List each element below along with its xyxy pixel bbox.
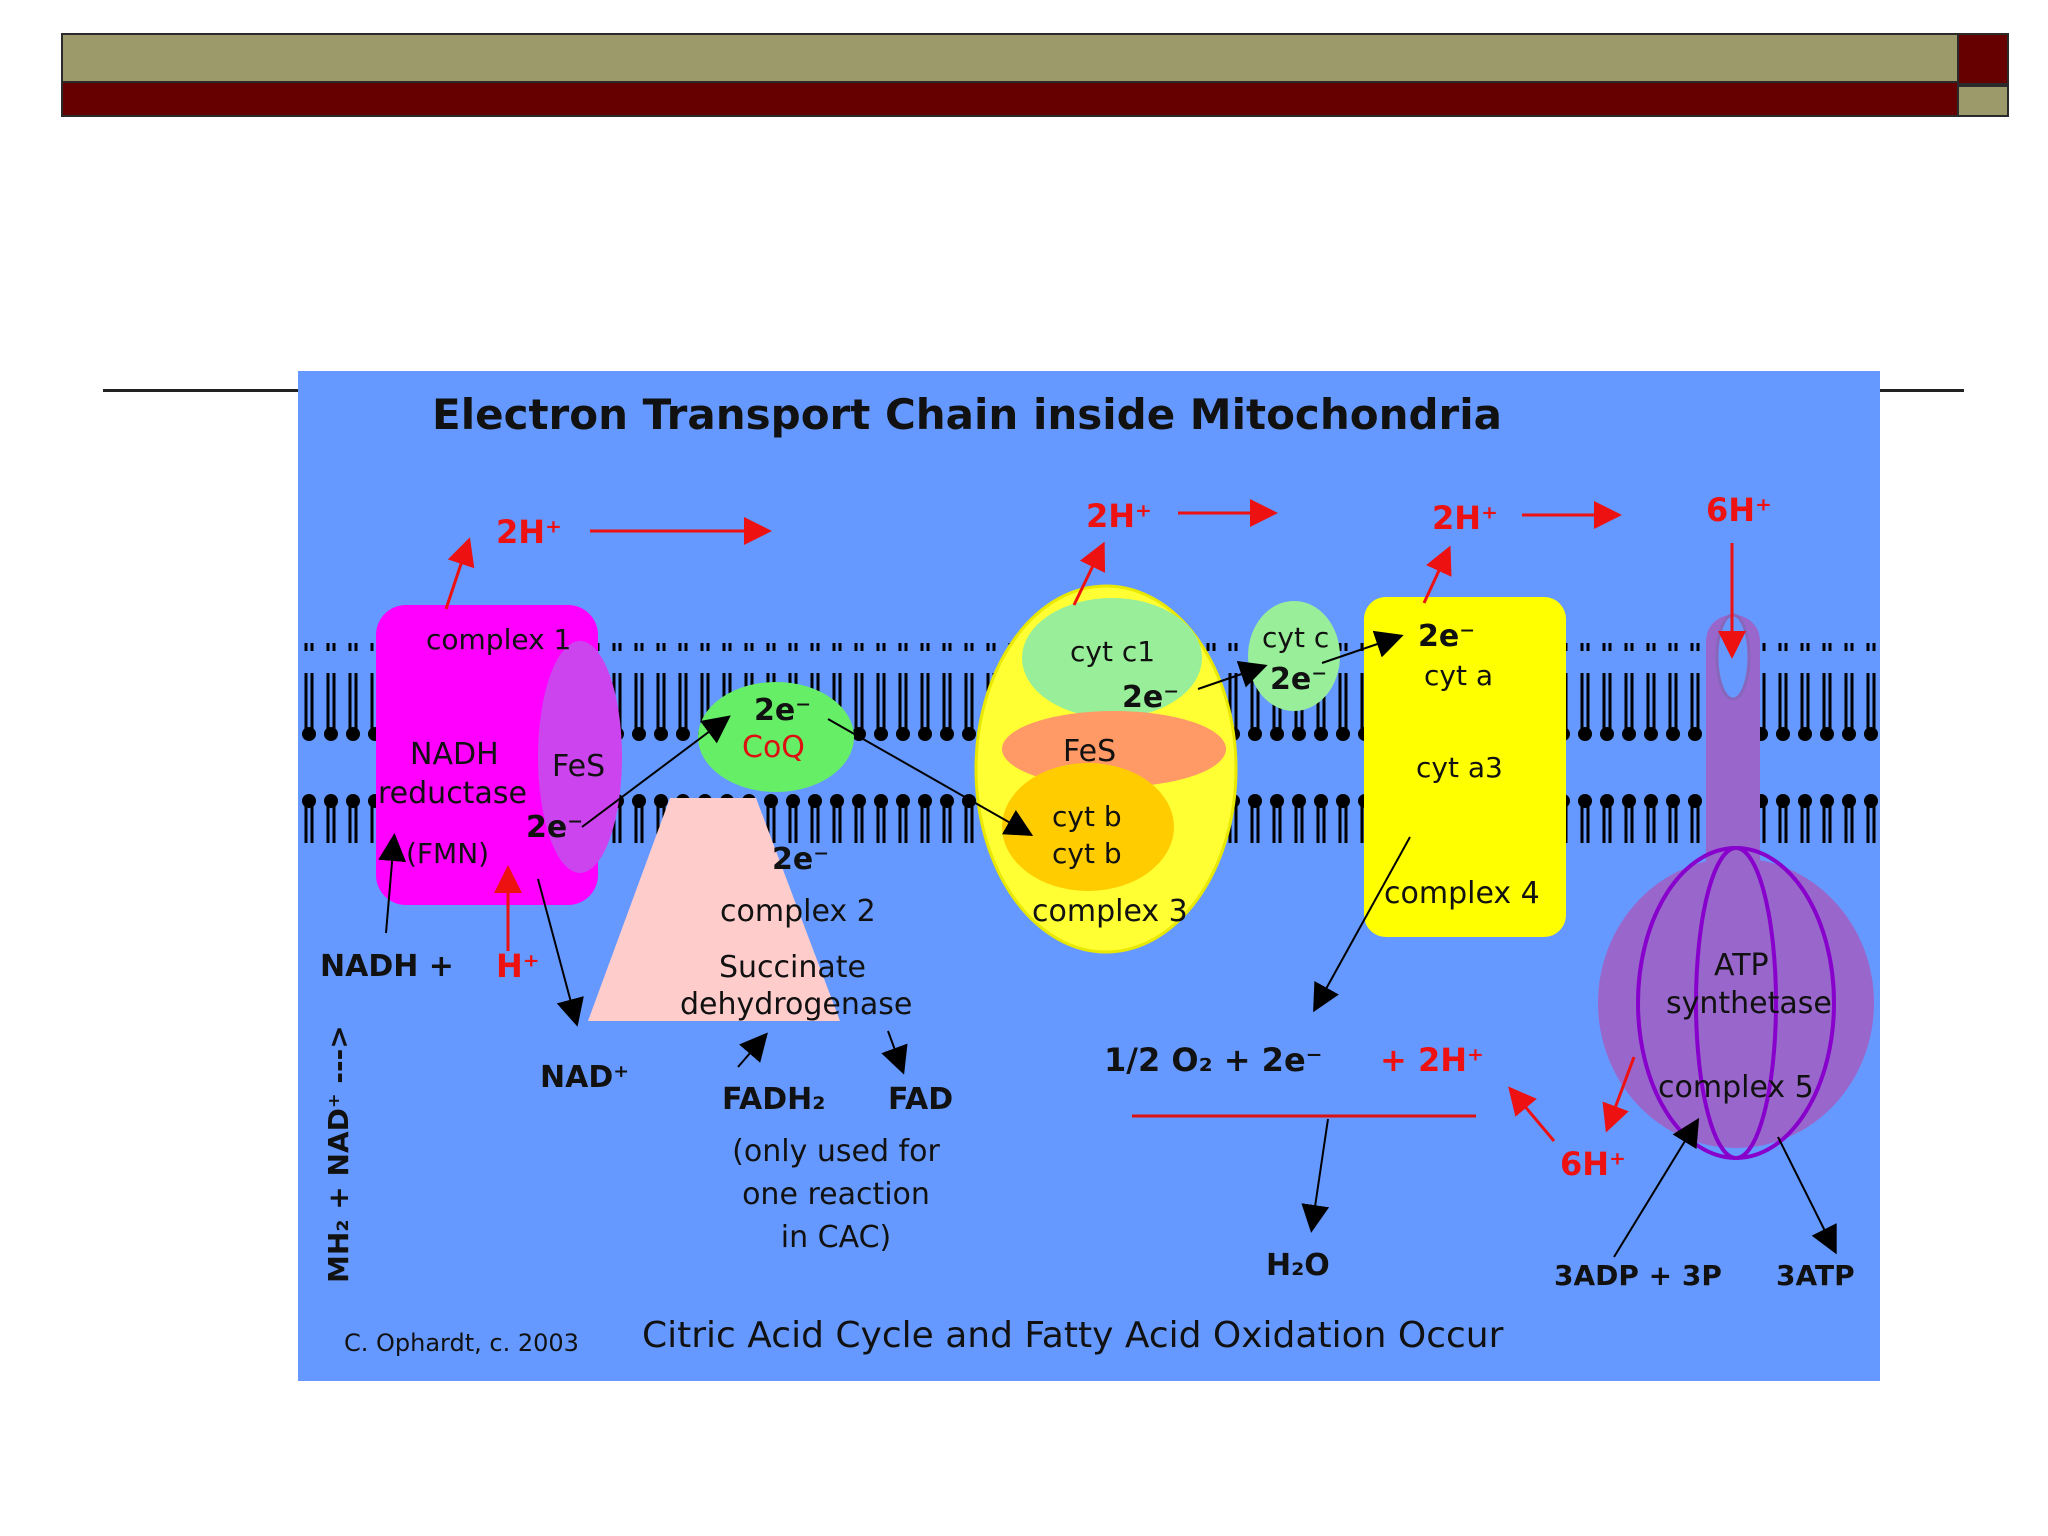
oxygen-label: 1/2 O₂ + 2e⁻ (1104, 1041, 1323, 1079)
coq-electrons: 2e⁻ (754, 693, 811, 728)
arrow-atp-out (1777, 1136, 1837, 1255)
arrow-c3-to-cytc (1197, 660, 1268, 690)
cyt-c1-body (1022, 598, 1202, 718)
coq: 2e⁻ CoQ (698, 682, 854, 792)
cyt-c: cyt c 2e⁻ (1248, 601, 1340, 711)
water-label: H₂O (1266, 1248, 1330, 1283)
complex-1-line1: NADH (410, 737, 499, 772)
complex-2-body (588, 798, 840, 1021)
proton-labels: 2H⁺ 2H⁺ 2H⁺ 6H⁺ 6H⁺ H⁺ (496, 491, 1772, 1183)
title-bar-maroon (61, 83, 1959, 117)
complex-1: complex 1 NADH reductase (FMN) FeS 2e⁻ (376, 605, 622, 905)
complex-1-fes: FeS (552, 749, 605, 784)
arrow-c1-to-coq (581, 715, 731, 828)
cyt-b-label-1: cyt b (1052, 800, 1122, 833)
arrow-to-water (1301, 1118, 1330, 1233)
arrow-proton-into-synthetase (1602, 1056, 1636, 1133)
arrow-fadh2-in (737, 1032, 768, 1068)
complex-5: ATP synthetase complex 5 (1598, 613, 1874, 1160)
complex-1-body (376, 605, 598, 905)
cyt-a3-label: cyt a3 (1416, 751, 1503, 784)
electron-path-arrows (378, 630, 1837, 1258)
cyt-c-body (1248, 601, 1340, 711)
arrow-c4-proton-up (1422, 545, 1452, 604)
atp-synthetase-stalk (1706, 615, 1760, 915)
proton-label-c3: 2H⁺ (1086, 497, 1152, 535)
atp-label: 3ATP (1776, 1259, 1855, 1292)
bottom-caption: Citric Acid Cycle and Fatty Acid Oxidati… (642, 1315, 1504, 1356)
cyt-a-label: cyt a (1424, 659, 1493, 692)
complex-2-name: complex 2 (720, 894, 876, 929)
fadh2-label: FADH₂ (722, 1082, 825, 1117)
complex-1-line3: (FMN) (406, 837, 489, 870)
complex-1-name: complex 1 (426, 623, 571, 656)
complex-4-body (1364, 597, 1566, 937)
proton-arrows (444, 499, 1746, 1142)
arrow-c4-to-oxygen (1313, 836, 1411, 1013)
proton-label-c5-bottom: 6H⁺ (1560, 1145, 1626, 1183)
coq-body (698, 682, 854, 792)
fad-label: FAD (888, 1082, 953, 1117)
complex-3-fes: FeS (1063, 734, 1116, 769)
proton-label-c4: 2H⁺ (1432, 499, 1498, 537)
fad-note-line3: in CAC) (781, 1220, 891, 1255)
cyt-c1-label: cyt c1 (1070, 635, 1155, 668)
arrow-c1-proton-up (444, 537, 475, 610)
etc-diagram-svg: Electron Transport Chain inside Mitochon… (298, 371, 1880, 1381)
cyt-b-label-2: cyt b (1052, 837, 1122, 870)
complex-2: 2e⁻ complex 2 Succinate dehydrogenase (588, 798, 912, 1022)
credit-label: C. Ophardt, c. 2003 (344, 1329, 579, 1357)
complex-4-name: complex 4 (1384, 876, 1540, 911)
complex-5-name: complex 5 (1658, 1070, 1814, 1105)
oxygen-h-label: + 2H⁺ (1380, 1041, 1484, 1079)
corner-square-olive (1957, 85, 2009, 117)
complex-4-electrons: 2e⁻ (1418, 619, 1475, 654)
proton-label-c1: 2H⁺ (496, 513, 562, 551)
cyt-c-label: cyt c (1262, 621, 1329, 654)
complex-2-line2: dehydrogenase (680, 987, 912, 1022)
complex-1-electrons: 2e⁻ (526, 810, 583, 845)
arrow-adp-in (1613, 1117, 1700, 1258)
reaction-labels: NADH + NAD⁺ MH₂ + NAD⁺ ---> FADH₂ FAD 1/… (320, 949, 1855, 1292)
nad-label: NAD⁺ (540, 1060, 629, 1095)
arrow-cytc-to-c4 (1321, 630, 1404, 664)
horizontal-rule-right (1880, 389, 1964, 392)
diagram-title: Electron Transport Chain inside Mitochon… (432, 390, 1502, 439)
proton-label-c5-top: 6H⁺ (1706, 491, 1772, 529)
complex-3-electrons: 2e⁻ (1122, 680, 1179, 715)
synthetase-ring-inner (1694, 846, 1778, 1160)
complex-2-line1: Succinate (719, 950, 866, 985)
arrow-nad-out (537, 878, 584, 1027)
arrow-proton-to-water (1508, 1086, 1556, 1142)
complex-5-line2: synthetase (1666, 986, 1832, 1021)
etc-diagram: Electron Transport Chain inside Mitochon… (298, 371, 1880, 1381)
atp-synthetase-head (1598, 858, 1874, 1148)
fad-note-line2: one reaction (742, 1177, 930, 1212)
nadh-label: NADH + (320, 949, 454, 984)
proton-label-nadh: H⁺ (496, 947, 540, 985)
complex-1-line2: reductase (378, 776, 527, 811)
complex-5-line1: ATP (1714, 948, 1769, 983)
fad-note: (only used for one reaction in CAC) (732, 1134, 940, 1255)
arrow-c3-proton-up (1072, 541, 1106, 606)
cyt-c-electrons: 2e⁻ (1270, 662, 1327, 697)
adp-label: 3ADP + 3P (1554, 1259, 1722, 1292)
arrow-coq-to-cytb (827, 718, 1034, 836)
complex-2-electrons: 2e⁻ (772, 842, 829, 877)
side-reaction-label: MH₂ + NAD⁺ ---> (322, 1025, 355, 1283)
corner-square-maroon (1957, 33, 2009, 85)
fad-note-line1: (only used for (732, 1134, 940, 1169)
complex-3: cyt c1 2e⁻ FeS cyt b cyt b complex 3 (974, 584, 1238, 954)
arrow-fad-out (881, 1030, 908, 1075)
complex-1-fes-lobe (538, 641, 622, 873)
title-bar-olive (61, 33, 1959, 83)
coq-name: CoQ (742, 730, 805, 765)
complex-3-name: complex 3 (1032, 894, 1188, 929)
cyt-b-body (1002, 763, 1174, 891)
arrow-nadh-in (378, 833, 407, 934)
complex-4: 2e⁻ cyt a cyt a3 complex 4 (1364, 597, 1566, 937)
horizontal-rule-left (103, 389, 299, 392)
